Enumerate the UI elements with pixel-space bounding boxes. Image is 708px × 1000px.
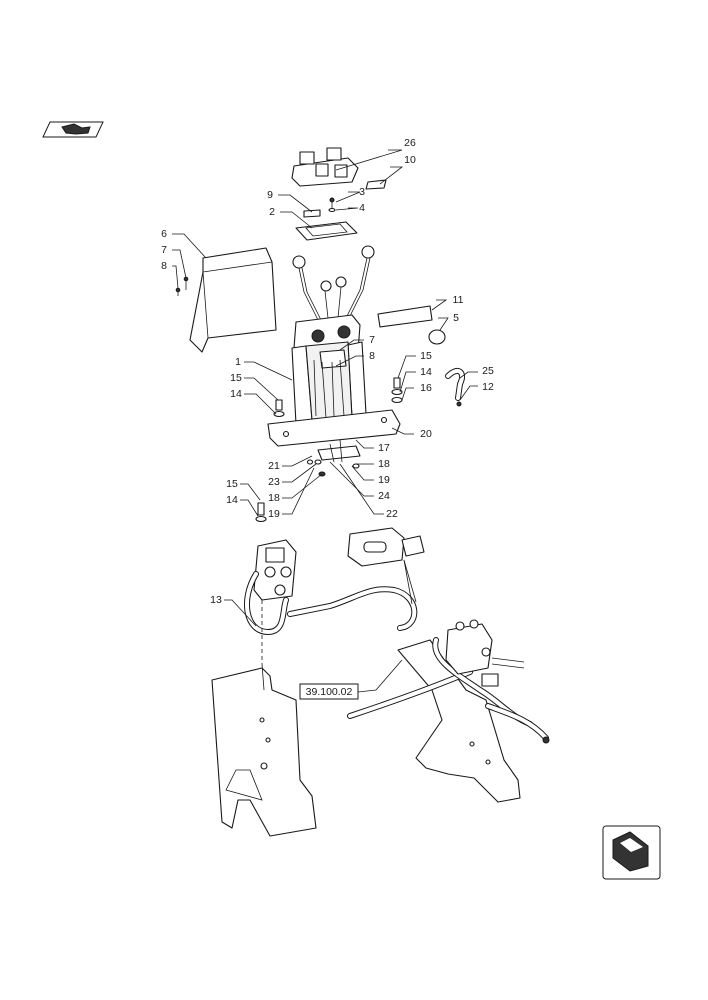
callout-14: 14 (230, 388, 242, 400)
part-3-4-screw (328, 197, 336, 213)
callout-15: 15 (230, 372, 242, 384)
part-6-cover (189, 247, 277, 353)
callout-23: 23 (268, 476, 280, 488)
callout-13: 13 (210, 594, 222, 606)
callout-5: 5 (453, 312, 459, 324)
callout-11: 11 (453, 294, 464, 306)
callout-7: 7 (161, 244, 167, 256)
part-5-knob (428, 329, 446, 345)
callout-21: 21 (268, 460, 280, 472)
part-1-control-lever-assembly (267, 245, 401, 447)
callout-8: 8 (161, 260, 167, 272)
part-11-decal (377, 305, 433, 328)
part-14-15-16-bolts-right (391, 377, 403, 404)
callout-17: 17 (378, 442, 390, 454)
part-13-valve-hoses (243, 539, 418, 636)
callout-24: 24 (378, 490, 390, 502)
callout-2: 2 (269, 206, 275, 218)
part-14-15-bolt-lower (255, 502, 267, 523)
reference-leader (357, 659, 403, 693)
callout-20: 20 (420, 428, 432, 440)
next-page-arrow-icon[interactable] (602, 825, 661, 880)
part-14-15-bolts-left (273, 399, 285, 418)
loader-frame-right (347, 619, 550, 803)
part-22-bracket (347, 527, 425, 567)
callout-3: 3 (359, 186, 365, 198)
callout-14-c: 14 (226, 494, 238, 506)
callout-6: 6 (161, 228, 167, 240)
callout-9: 9 (267, 189, 273, 201)
callout-4: 4 (359, 202, 365, 214)
callout-18-b: 18 (268, 492, 280, 504)
callout-7-b: 7 (369, 334, 375, 346)
callout-12: 12 (482, 381, 494, 393)
leader-lines (172, 149, 478, 627)
callout-16: 16 (420, 382, 432, 394)
part-17-24-linkage (306, 439, 361, 477)
reference-label: 39.100.02 (306, 686, 353, 698)
part-26-boot (291, 147, 359, 187)
callout-22: 22 (386, 508, 398, 520)
part-2-plate (295, 221, 358, 241)
callout-8-b: 8 (369, 350, 375, 362)
loader-frame-left (211, 663, 317, 837)
callout-14-b: 14 (420, 366, 432, 378)
callout-26: 26 (404, 137, 416, 149)
part-25-12-hose (445, 367, 466, 407)
callout-15-c: 15 (226, 478, 238, 490)
callout-10: 10 (404, 154, 416, 166)
part-9-decal (303, 209, 321, 218)
callout-19-b: 19 (268, 508, 280, 520)
callout-15-b: 15 (420, 350, 432, 362)
reference-link-box[interactable]: 39.100.02 (299, 683, 359, 700)
callout-1: 1 (235, 356, 241, 368)
callout-25: 25 (482, 365, 494, 377)
callout-19: 19 (378, 474, 390, 486)
callout-18: 18 (378, 458, 390, 470)
callout-labels: 26 10 9 3 2 4 6 7 8 11 5 7 8 1 15 14 15 … (161, 137, 494, 606)
previous-page-arrow-icon[interactable] (42, 121, 104, 138)
part-10-plate (365, 179, 387, 190)
